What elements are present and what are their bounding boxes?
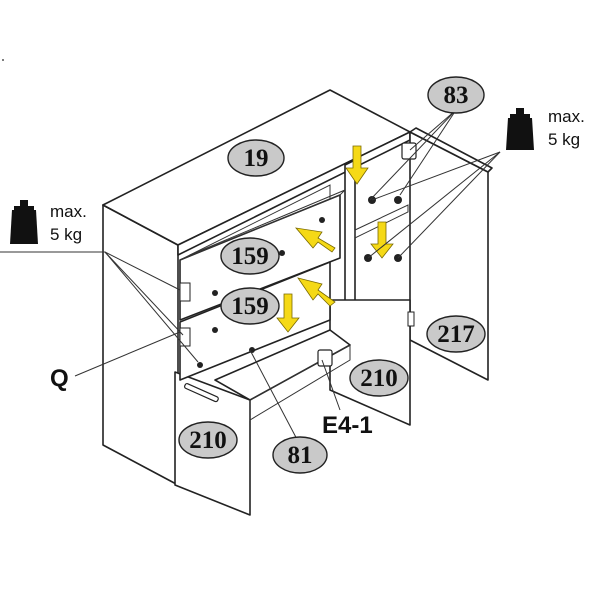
left-side-panel <box>102 204 179 486</box>
arrow-down-icon <box>276 293 300 333</box>
part-label-bottom-shelf: 81 <box>272 436 328 474</box>
part-label-upper-drawer: 159 <box>220 237 280 275</box>
callout-e4: E4-1 <box>322 412 373 439</box>
stray-mark <box>2 59 4 61</box>
part-label-left-door: 210 <box>178 421 238 459</box>
leader-line <box>409 109 457 151</box>
arrow-down-icon <box>370 221 394 259</box>
weight-icon <box>506 108 534 150</box>
arrow-left-icon <box>295 227 336 253</box>
weight-left-label: max. <box>50 202 87 221</box>
leader-line <box>74 331 181 377</box>
leader-line <box>399 109 457 196</box>
cam-hole <box>249 347 255 353</box>
upper-runner <box>179 282 191 302</box>
middle-divider <box>344 159 356 311</box>
leader-line <box>104 251 199 363</box>
arrow-left-icon <box>297 277 336 307</box>
part-label-right-side: 217 <box>426 315 486 353</box>
leader-line <box>369 109 457 201</box>
part-label-side-panel: 83 <box>427 76 485 114</box>
svg-text:81: 81 <box>288 442 313 469</box>
left-door-handle <box>184 383 219 403</box>
right-side-edge <box>409 127 493 173</box>
svg-text:19: 19 <box>244 145 269 172</box>
part-label-right-door: 210 <box>349 359 409 397</box>
svg-text:210: 210 <box>360 365 398 392</box>
part-label-top: 19 <box>227 139 285 177</box>
svg-text:159: 159 <box>231 243 269 270</box>
cam-hole <box>212 327 218 333</box>
leader-line <box>397 151 501 259</box>
svg-text:159: 159 <box>231 293 269 320</box>
cam-hole <box>319 217 325 223</box>
weight-right-value: 5 kg <box>548 130 580 149</box>
svg-text:83: 83 <box>444 82 469 109</box>
leader-line <box>371 151 501 201</box>
weight-icon <box>10 200 38 244</box>
leader-line <box>104 251 184 336</box>
weight-left-value: 5 kg <box>50 225 82 244</box>
leader-line <box>321 359 341 411</box>
door-catch <box>407 311 415 327</box>
leader-line <box>367 151 501 259</box>
lower-runner <box>179 327 191 347</box>
leader-line <box>249 349 301 446</box>
cam-hole <box>197 362 203 368</box>
cam-hole <box>279 250 285 256</box>
svg-text:217: 217 <box>437 321 475 348</box>
callout-q: Q <box>50 365 69 392</box>
part-label-lower-drawer: 159 <box>220 287 280 325</box>
cam-hole <box>212 290 218 296</box>
weight-right-label: max. <box>548 107 585 126</box>
arrow-down-icon <box>345 145 369 185</box>
svg-text:210: 210 <box>189 427 227 454</box>
upper-drawer-top <box>179 189 346 261</box>
bottom-base <box>249 344 351 421</box>
shelf-pin-hole <box>394 196 402 204</box>
hinge-icon <box>401 142 417 160</box>
hinge-icon <box>317 349 333 367</box>
right-shelf <box>354 204 409 239</box>
